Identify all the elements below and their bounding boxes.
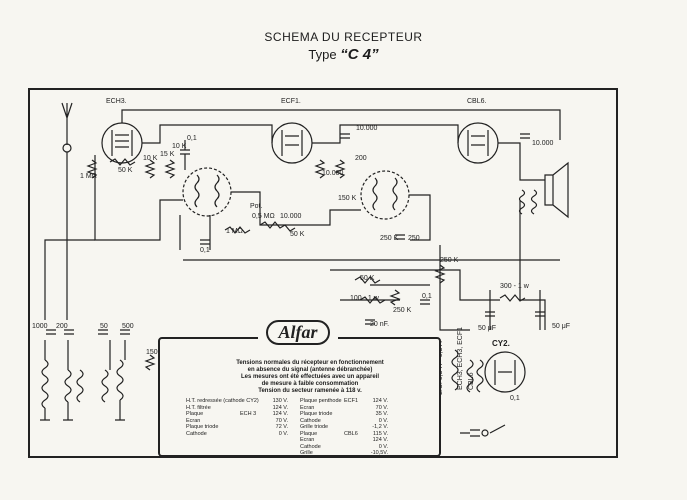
table-row: Grille-10,5V. [300,450,388,456]
label-c8: 50 K [290,231,305,238]
tube-cbl6 [457,122,499,164]
label-r1: 1 MΩ [80,173,97,180]
label-pot-val: 0,5 MΩ [252,213,275,220]
label-r14: 250 K [440,257,459,264]
table-row: H.T. redressée (cathode CY2)130 V. [186,398,288,404]
label-c13: 50 μF [478,325,496,332]
voltage-table-left: H.T. redressée (cathode CY2)130 V. H.T. … [186,398,288,437]
label-c2: 10.000 [356,125,378,132]
label-c9: 10.000 [322,170,344,177]
schematic-frame [28,88,618,458]
label-r3: 10 K [143,155,158,162]
label-r7: 150 K [338,195,357,202]
label-r5: 10 K [172,143,187,150]
intro-line: Tensions normales du récepteur en foncti… [236,360,384,366]
label-c18: 500 [122,323,134,330]
label-misc1: ECH3, ECH3, ECF1 [457,327,464,390]
logo-text: Alfar [266,319,330,345]
label-misc2: CBL6 [468,372,475,390]
label-ech3: ECH3. [106,98,127,105]
label-c4: 10.000 [532,140,554,147]
intro-line: en absence du signal (antenne débranchée… [247,367,373,373]
label-c6: 10.000 [280,213,302,220]
label-r11: 100 - 1 w [350,295,380,302]
label-r10: 50 K [360,275,375,282]
label-c14: 50 μF [552,323,570,330]
model-name: “C 4” [340,46,379,63]
tube-ecf1 [271,122,313,164]
table-row: Grille triode-1,2 V. [300,424,388,430]
label-r12: 250 K [393,307,412,314]
tube-ech3 [101,122,143,164]
label-c11: 0,1 [422,293,432,300]
label-c10: 250 [408,235,420,242]
label-cbl6: CBL6. [467,98,487,105]
label-c16: 200 [56,323,68,330]
label-r4: 15 K [160,151,175,158]
label-c15: 1000 [32,323,48,330]
label-c1: 0,1 [187,135,197,142]
schematic-title: SCHEMA DU RECEPTEUR [264,30,423,44]
label-c7: 1 MΩ [226,228,243,235]
voltage-table-box [158,337,441,457]
table-intro: Tensions normales du récepteur en foncti… [200,360,420,395]
tube-cy2 [484,351,526,393]
label-c17: 50 [100,323,108,330]
label-c12: 20 nF. [370,321,389,328]
intro-line: Les mesures ont été effectuées avec un a… [240,374,380,380]
alfar-logo: Alfar [258,319,338,345]
label-r13: 300 - 1 w [500,283,530,290]
intro-line: de mesure à faible consommation [261,381,359,387]
label-ecf1: ECF1. [281,98,301,105]
label-c3: 0,1 [200,247,210,254]
intro-line: Tension du secteur ramenée à 118 v. [258,388,362,394]
label-c19: 150 [146,349,158,356]
type-label: Type [308,47,337,62]
label-r9: 250 K [380,235,399,242]
label-c5: 200 [355,155,367,162]
label-pot: Pot. [250,203,263,210]
label-r2: 50 K [118,167,133,174]
label-cy2: CY2. [492,339,510,348]
label-misc3: 0,1 [510,395,520,402]
schematic-subtitle: Type “C 4” [0,46,687,63]
